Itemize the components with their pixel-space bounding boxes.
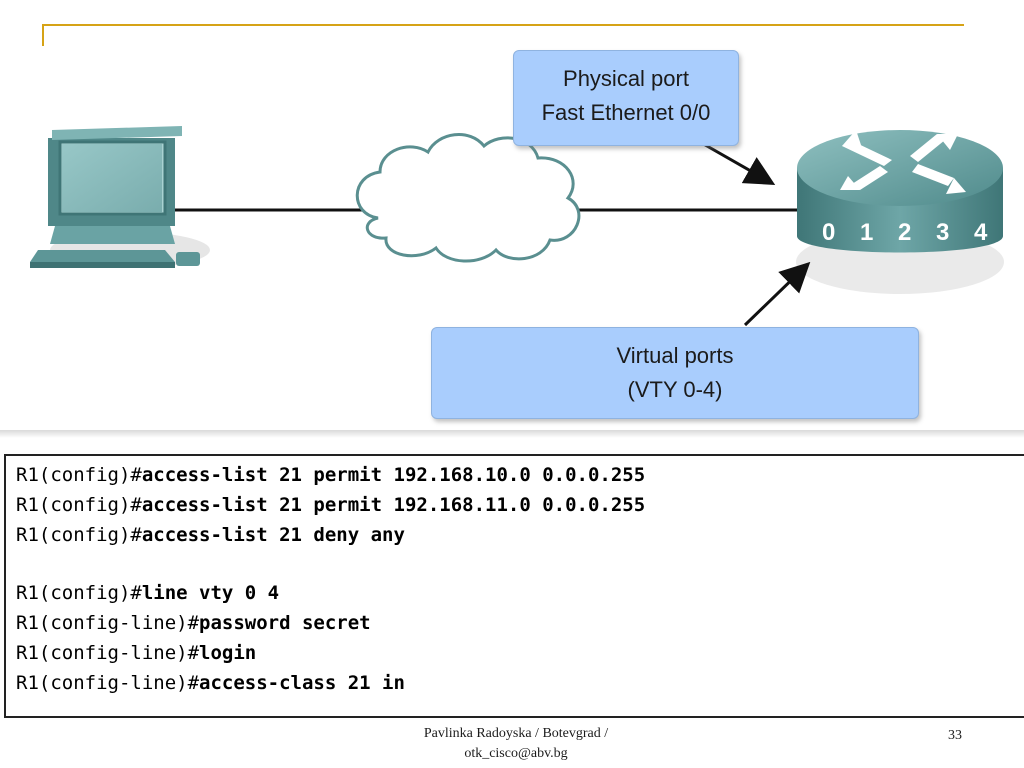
footer-email: otk_cisco@abv.bg <box>464 746 568 761</box>
slide-left-rule <box>42 24 44 46</box>
physical-port-subtitle: Fast Ethernet 0/0 <box>541 100 711 125</box>
cli-blank-line <box>16 550 1024 578</box>
router-port-labels: 0 1 2 3 4 <box>822 219 988 246</box>
cli-command: access-list 21 deny any <box>141 524 405 546</box>
network-cloud-icon <box>355 133 581 263</box>
cli-config-box: R1(config)#access-list 21 permit 192.168… <box>4 454 1024 718</box>
cli-line: R1(config-line)#login <box>16 638 1024 668</box>
cli-line: R1(config)#access-list 21 permit 192.168… <box>16 460 1024 490</box>
cli-command: login <box>199 642 257 664</box>
cli-prompt: R1(config-line)# <box>16 672 200 694</box>
cli-prompt: R1(config-line)# <box>16 612 200 634</box>
network-diagram: 0 1 2 3 4 <box>30 126 1004 327</box>
cli-line: R1(config-line)#password secret <box>16 608 1024 638</box>
cli-line: R1(config-line)#access-class 21 in <box>16 668 1024 698</box>
physical-port-callout: Physical port Fast Ethernet 0/0 <box>513 50 739 146</box>
cli-prompt: R1(config)# <box>16 582 142 604</box>
page-number: 33 <box>948 728 962 743</box>
slide-top-rule <box>42 24 964 26</box>
computer-icon <box>30 126 210 268</box>
cli-command: access-list 21 permit 192.168.10.0 0.0.0… <box>141 464 646 486</box>
cli-line: R1(config)#access-list 21 deny any <box>16 520 1024 550</box>
cli-command: access-list 21 permit 192.168.11.0 0.0.0… <box>141 494 646 516</box>
router-port-label: 0 <box>822 219 835 246</box>
cli-prompt: R1(config)# <box>16 494 142 516</box>
cli-command: access-class 21 in <box>199 672 405 694</box>
virtual-port-arrow <box>743 261 811 327</box>
virtual-ports-subtitle: (VTY 0-4) <box>627 377 723 402</box>
router-icon <box>796 130 1004 294</box>
router-port-label: 4 <box>974 219 988 246</box>
cli-line: R1(config)#access-list 21 permit 192.168… <box>16 490 1024 520</box>
router-port-label: 2 <box>898 219 911 246</box>
cli-command: line vty 0 4 <box>141 582 280 604</box>
virtual-ports-title: Virtual ports <box>616 343 734 368</box>
physical-port-arrow <box>699 140 776 185</box>
cli-prompt: R1(config-line)# <box>16 642 200 664</box>
slide-footer: Pavlinka Radoyska / Botevgrad / otk_cisc… <box>380 724 652 764</box>
cli-command: password secret <box>199 612 371 634</box>
cli-prompt: R1(config)# <box>16 524 142 546</box>
router-port-label: 1 <box>860 219 873 246</box>
cli-prompt: R1(config)# <box>16 464 142 486</box>
section-divider <box>0 430 1024 438</box>
router-port-label: 3 <box>936 219 949 246</box>
footer-author: Pavlinka Radoyska / Botevgrad / <box>423 726 609 741</box>
virtual-ports-callout: Virtual ports (VTY 0-4) <box>431 327 919 419</box>
cli-line: R1(config)#line vty 0 4 <box>16 578 1024 608</box>
physical-port-title: Physical port <box>563 66 689 91</box>
